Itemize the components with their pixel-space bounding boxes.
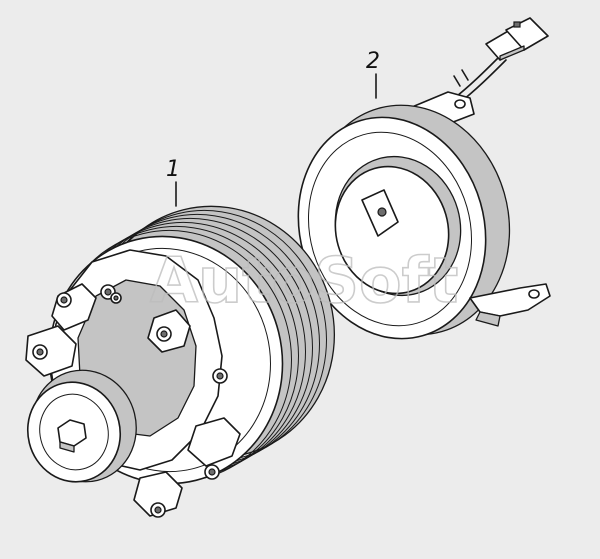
callout-2: 2 — [366, 49, 380, 99]
rivets — [32, 284, 228, 518]
electromagnetic-coil — [297, 17, 551, 340]
coil-inner-tab — [361, 189, 399, 237]
callout-label-2: 2 — [366, 49, 380, 74]
callout-1: 1 — [166, 157, 180, 207]
clutch-pulley-assembly — [25, 205, 336, 518]
clutch-hub — [26, 369, 137, 483]
watermark-text: AutoSoft — [150, 244, 458, 317]
coil-connector — [451, 17, 549, 105]
callout-label-1: 1 — [166, 157, 180, 182]
coil-lower-bracket — [469, 283, 551, 327]
